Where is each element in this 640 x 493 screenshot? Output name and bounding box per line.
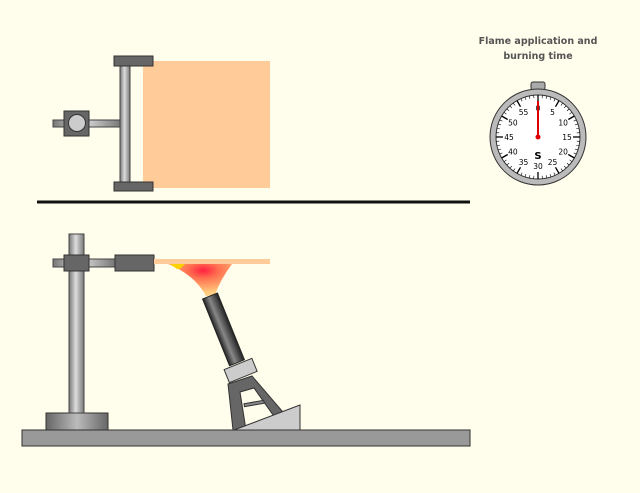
dial-tick: [503, 159, 507, 162]
dial-number: 10: [558, 119, 568, 128]
dial-tick: [554, 100, 560, 108]
dial-tick: [509, 165, 513, 169]
gas-valve: [243, 399, 265, 408]
dial-tick: [549, 173, 552, 178]
dial-tick: [513, 168, 516, 172]
dial-tick: [574, 123, 579, 126]
dial-tick: [499, 119, 503, 122]
clamp-top-jaw: [113, 55, 154, 67]
dial-tick: [573, 119, 577, 122]
sample-specimen-top: [143, 61, 270, 188]
dial-number: 5: [550, 108, 555, 117]
dial-tick: [573, 152, 577, 155]
dial-tick: [520, 98, 523, 102]
dial-tick: [524, 173, 527, 178]
sample-specimen-side: [154, 259, 270, 264]
dial-tick: [574, 148, 579, 151]
dial-tick: [576, 144, 580, 147]
dial-tick: [567, 115, 575, 121]
dial-number: 25: [548, 158, 558, 167]
dial-tick: [563, 105, 567, 109]
timer-caption: Flame application and burning time: [478, 36, 598, 62]
dial-tick: [503, 112, 507, 115]
stopwatch-unit-label: S: [534, 151, 541, 162]
burner: [201, 292, 301, 431]
dial-tick: [509, 105, 513, 109]
clamp-bottom-jaw: [113, 181, 154, 192]
dial-tick: [513, 102, 516, 106]
dial-tick: [560, 102, 563, 106]
dial-tick: [560, 168, 563, 172]
dial-tick: [566, 108, 570, 112]
burner-ramp: [233, 404, 301, 431]
dial-tick: [501, 115, 509, 121]
stopwatch-hand-pivot: [535, 134, 541, 140]
dial-tick: [553, 172, 556, 176]
dial-number: 40: [508, 148, 518, 157]
dial-tick: [528, 95, 531, 99]
dial-tick: [496, 127, 500, 130]
dial-tick: [563, 165, 567, 169]
burner-tube: [201, 292, 246, 367]
dial-number: 55: [519, 108, 529, 117]
boss-head: [63, 254, 90, 272]
dial-number: 45: [504, 133, 514, 142]
dial-tick: [545, 95, 548, 99]
dial-number: 20: [558, 148, 568, 157]
dial-tick: [501, 153, 509, 159]
dial-tick: [554, 166, 560, 174]
dial-number: 15: [562, 133, 572, 142]
dial-tick: [516, 166, 522, 174]
dial-tick: [506, 162, 510, 166]
dial-number: 35: [519, 158, 529, 167]
burner-nut: [223, 357, 258, 384]
clamp-rod: [119, 65, 131, 184]
dial-tick: [516, 100, 522, 108]
dial-tick: [545, 175, 548, 179]
dial-tick: [520, 172, 523, 176]
knob: [68, 114, 86, 132]
flame-yellow-edge: [170, 264, 185, 270]
dial-tick: [576, 127, 580, 130]
flame: [168, 264, 232, 296]
dial-tick: [549, 96, 552, 101]
dial-tick: [567, 153, 575, 159]
dial-tick: [528, 175, 531, 179]
stand-foot: [45, 412, 109, 431]
dial-tick: [524, 96, 527, 101]
base-plate: [21, 429, 471, 447]
dial-tick: [569, 159, 573, 162]
dial-tick: [496, 144, 500, 147]
specimen-clamp: [114, 254, 155, 272]
dial-tick: [553, 98, 556, 102]
side-view: [21, 233, 471, 447]
dial-tick: [569, 112, 573, 115]
dial-number: 30: [533, 162, 543, 171]
top-view: [52, 55, 270, 192]
dial-tick: [497, 123, 502, 126]
dial-number: 50: [508, 119, 518, 128]
dial-tick: [497, 148, 502, 151]
dial-tick: [506, 108, 510, 112]
stopwatch: 0510152025303540455055 S: [489, 81, 587, 186]
dial-tick: [566, 162, 570, 166]
dial-tick: [499, 152, 503, 155]
stand-rod: [68, 233, 85, 414]
